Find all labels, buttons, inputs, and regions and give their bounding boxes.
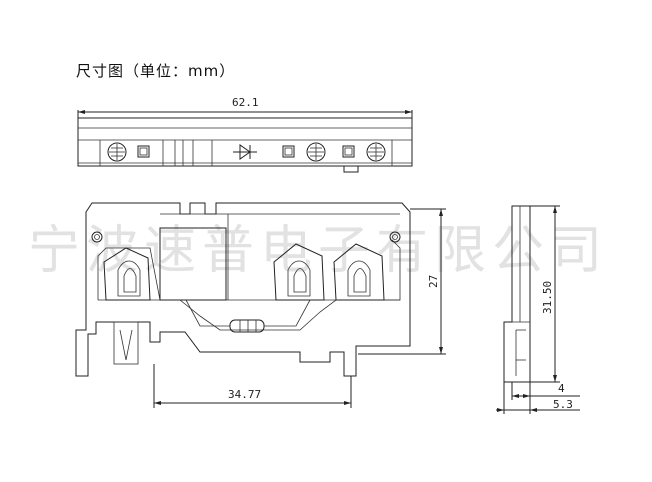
side-view: 31.50 4 5.3 xyxy=(496,205,580,414)
square-hole-inner xyxy=(344,147,353,156)
side-outline xyxy=(503,205,531,383)
front-view: 27 34.77 xyxy=(75,202,446,408)
arrow-down xyxy=(553,375,557,382)
arrow-in-left xyxy=(497,408,504,412)
square-hole xyxy=(342,145,355,158)
mount-hole-inner xyxy=(94,234,100,240)
spring-clamp xyxy=(333,243,385,301)
foot-latch xyxy=(119,329,127,361)
square-hole xyxy=(137,145,150,158)
dim-side-small: 4 xyxy=(558,382,565,395)
screw-icon xyxy=(366,142,386,162)
top-view: 62.1 xyxy=(77,96,413,173)
arrow-left xyxy=(512,394,519,398)
arrow-left xyxy=(78,110,85,114)
foot-slot xyxy=(113,321,139,365)
top-tab xyxy=(343,165,359,173)
dim-pitch: 34.77 xyxy=(228,388,261,401)
spring-clamp xyxy=(273,243,325,301)
resistor-icon xyxy=(185,299,311,333)
dim-side-total: 5.3 xyxy=(553,398,573,411)
watermark: 宁波速普电子有限公司 xyxy=(28,221,609,281)
arrow-in-right xyxy=(530,408,537,412)
mount-hole-inner xyxy=(392,234,398,240)
arrow-down xyxy=(439,347,443,354)
square-hole-inner xyxy=(284,147,293,156)
foot-latch xyxy=(125,329,133,361)
dim-side-height: 31.50 xyxy=(541,281,554,314)
front-inner-profile xyxy=(97,239,401,331)
diode-icon xyxy=(233,144,257,160)
screw-icon xyxy=(107,142,127,162)
arrow-right xyxy=(405,110,412,114)
page-title: 尺寸图（单位：mm） xyxy=(76,62,236,80)
square-hole xyxy=(282,145,295,158)
arrow-up xyxy=(439,209,443,216)
dim-top-width: 62.1 xyxy=(232,96,259,109)
center-recess xyxy=(159,227,227,301)
spring-clamp xyxy=(103,247,151,301)
screw-icon xyxy=(306,142,326,162)
mount-hole xyxy=(91,231,103,243)
mount-hole xyxy=(389,231,401,243)
front-outline xyxy=(75,202,411,377)
dim-front-height: 27 xyxy=(427,275,440,288)
arrow-right xyxy=(523,394,530,398)
top-body xyxy=(77,117,413,167)
arrow-left xyxy=(154,401,161,405)
square-hole-inner xyxy=(139,147,148,156)
arrow-up xyxy=(553,206,557,213)
arrow-right xyxy=(344,401,351,405)
